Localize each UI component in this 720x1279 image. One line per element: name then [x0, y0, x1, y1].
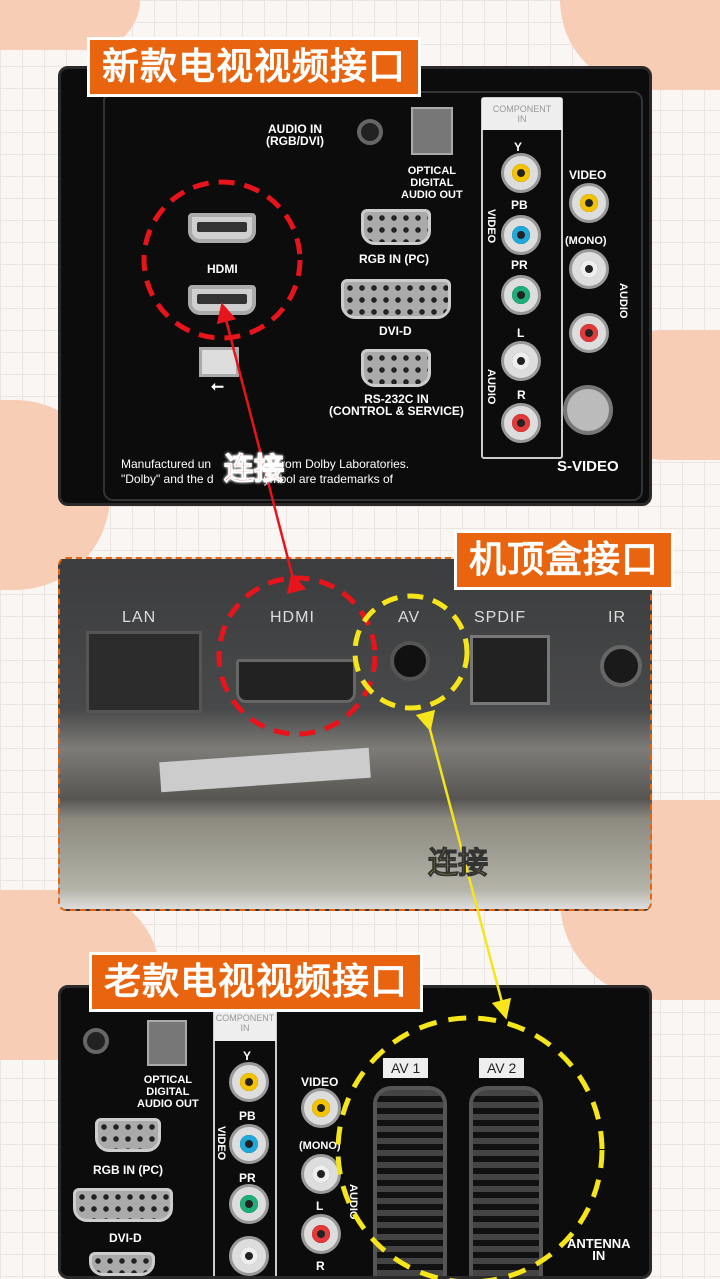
rs232-port — [361, 349, 431, 387]
new-hdmi-highlight-circle — [141, 179, 303, 341]
mono-label: (MONO) — [299, 1140, 341, 1152]
set-top-box-title: 机顶盒接口 — [457, 533, 671, 587]
audio-side-label: AUDIO — [617, 283, 629, 319]
l-label: L — [316, 1199, 324, 1213]
video-label: VIDEO — [569, 168, 607, 182]
pb-label: PB — [511, 198, 528, 212]
audio-in-jack — [357, 119, 383, 145]
rgb-in-port — [95, 1118, 161, 1152]
y-jack — [501, 153, 541, 193]
rgb-in-port — [361, 209, 431, 245]
av1-label: AV 1 — [383, 1058, 429, 1078]
av-connect-label: 连接 — [428, 846, 489, 882]
pr-jack — [501, 275, 541, 315]
dvi-d-port — [341, 279, 451, 319]
av-connect-arrow — [415, 709, 512, 1020]
scart-av2-port — [469, 1086, 543, 1276]
s-video-label: S-VIDEO — [557, 458, 619, 475]
rs232-port — [89, 1252, 155, 1276]
pr-label: PR — [511, 258, 528, 272]
old-tv-title: 老款电视视频接口 — [92, 955, 420, 1009]
audio-vertical-label: AUDIO — [485, 369, 497, 405]
pr-label: PR — [239, 1171, 256, 1185]
optical-port — [147, 1020, 187, 1066]
video-vertical-label: VIDEO — [485, 209, 497, 244]
antenna-label: ANTENNA IN — [567, 1236, 631, 1263]
av2-label: AV 2 — [479, 1058, 525, 1078]
av-jack — [390, 641, 430, 681]
stb-hdmi-highlight-circle — [216, 575, 378, 737]
pb-label: PB — [239, 1109, 256, 1123]
old-tv-panel: OPTICAL DIGITAL AUDIO OUT RGB IN (PC) DV… — [58, 985, 652, 1279]
mono-r-jack — [569, 313, 609, 353]
video-jack — [301, 1088, 341, 1128]
stb-hdmi-port — [236, 659, 356, 703]
ir-port — [600, 645, 642, 687]
av-label: AV — [398, 609, 421, 626]
audio-in-label: AUDIO IN (RGB/DVI) — [266, 122, 324, 148]
video-vertical-label: VIDEO — [215, 1126, 227, 1161]
component-in-label: COMPONENT IN — [482, 98, 562, 130]
set-top-box-panel: LAN HDMI AV SPDIF IR — [58, 557, 652, 911]
hdmi-connect-arrow — [216, 302, 307, 595]
y-label: Y — [243, 1049, 252, 1063]
lan-port — [86, 631, 202, 713]
rs232-label: RS-232C IN (CONTROL & SERVICE) — [329, 392, 464, 418]
component-in-label: COMPONENT IN — [214, 1007, 276, 1041]
ir-label: IR — [608, 609, 626, 626]
audio-jack — [83, 1028, 109, 1054]
rgb-in-label: RGB IN (PC) — [359, 252, 429, 266]
optical-label: OPTICAL DIGITAL AUDIO OUT — [401, 165, 463, 201]
y-jack — [229, 1062, 269, 1102]
hdmi-label: HDMI — [207, 262, 238, 276]
l-label: L — [517, 326, 525, 340]
rgb-in-label: RGB IN (PC) — [93, 1163, 163, 1177]
spdif-port — [470, 635, 550, 705]
old-av-highlight-circle — [335, 1015, 605, 1279]
new-tv-panel: AUDIO IN (RGB/DVI) OPTICAL DIGITAL AUDIO… — [58, 66, 652, 506]
lan-label: LAN — [122, 609, 157, 626]
audio-l-jack — [501, 341, 541, 381]
dvi-d-port — [73, 1188, 173, 1222]
dvi-d-label: DVI-D — [379, 324, 412, 338]
mono-r-jack — [301, 1214, 341, 1254]
hdmi-port-1 — [188, 213, 256, 243]
hdmi-connect-label: 连接 — [224, 452, 285, 488]
pb-jack — [501, 215, 541, 255]
audio-r-jack — [501, 403, 541, 443]
video-jack — [569, 183, 609, 223]
spdif-label: SPDIF — [474, 609, 527, 626]
stb-av-highlight-circle — [352, 593, 470, 711]
audio-label: AUDIO — [347, 1184, 359, 1220]
r-label: R — [316, 1259, 325, 1273]
new-tv-title: 新款电视视频接口 — [90, 40, 418, 94]
video-label: VIDEO — [301, 1075, 339, 1089]
optical-label: OPTICAL DIGITAL AUDIO OUT — [137, 1074, 199, 1110]
scart-av1-port — [373, 1086, 447, 1276]
mono-l-jack — [569, 249, 609, 289]
mono-label: (MONO) — [565, 235, 607, 247]
y-label: Y — [514, 140, 523, 154]
r-label: R — [517, 388, 526, 402]
audio-l-jack — [229, 1236, 269, 1276]
optical-port — [411, 107, 453, 155]
stb-hdmi-label: HDMI — [270, 609, 315, 626]
dvi-d-label: DVI-D — [109, 1231, 142, 1245]
s-video-port — [563, 385, 613, 435]
pb-jack — [229, 1124, 269, 1164]
pr-jack — [229, 1184, 269, 1224]
